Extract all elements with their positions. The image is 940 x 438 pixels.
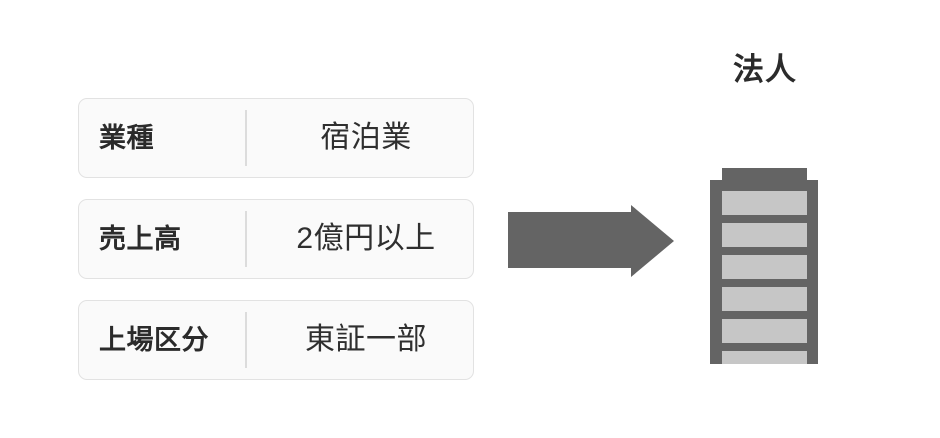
right-arrow-icon [505,205,677,277]
attribute-label: 上場区分 [99,324,209,355]
attribute-card-joujoukubun: 上場区分 東証一部 [78,300,474,380]
attribute-card-uriagedaka: 売上高 2億円以上 [78,199,474,279]
building-label: 法人 [733,52,797,87]
card-divider [245,312,247,368]
attribute-value: 東証一部 [305,323,427,356]
card-divider [245,211,247,267]
attribute-value: 2億円以上 [296,222,436,255]
attribute-card-gyoushu: 業種 宿泊業 [78,98,474,178]
corporation-building-group: 法人 [700,52,830,364]
card-divider [245,110,247,166]
office-building-icon [710,168,818,364]
attribute-label: 業種 [99,122,154,153]
attribute-label: 売上高 [99,223,182,254]
attribute-value: 宿泊業 [320,121,412,154]
